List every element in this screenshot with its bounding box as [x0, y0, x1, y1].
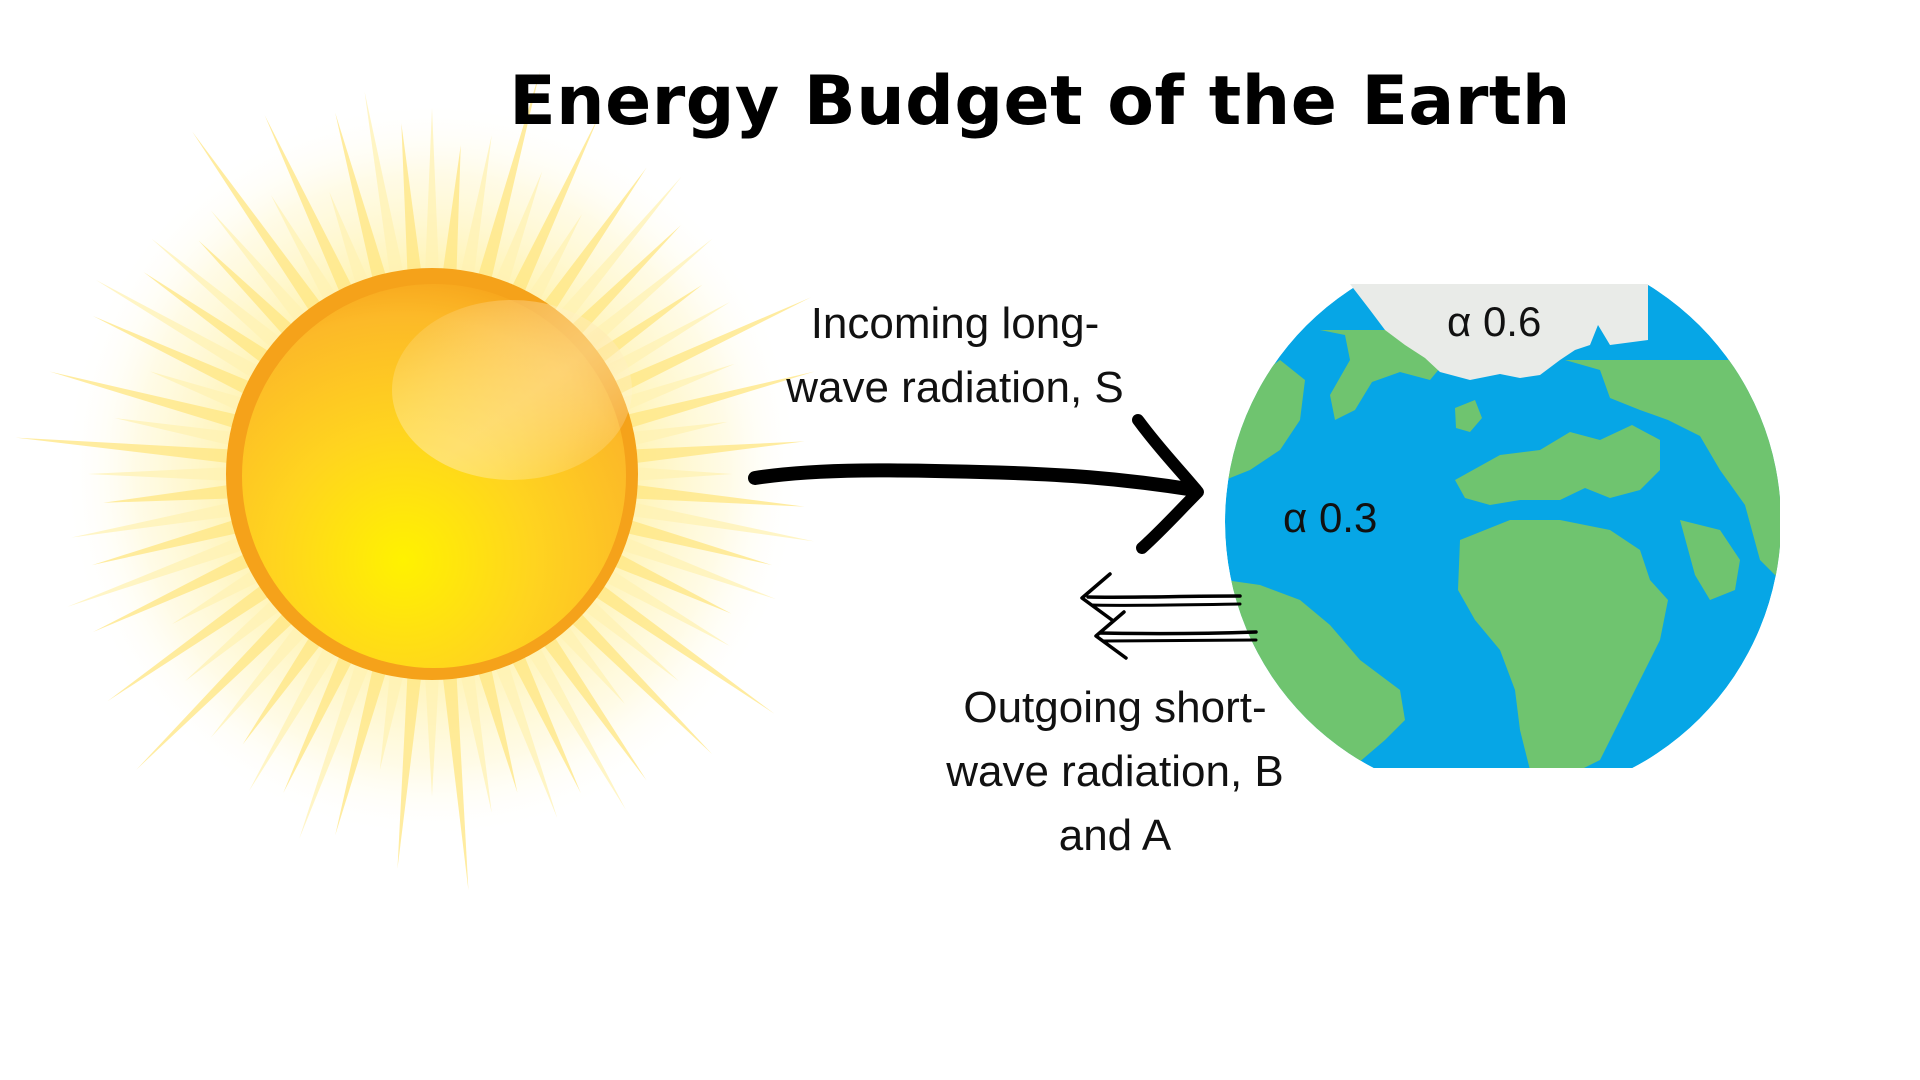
sun-highlight — [392, 300, 632, 480]
sun-ray — [172, 567, 263, 624]
incoming-radiation-label: Incoming long- wave radiation, S — [740, 292, 1170, 420]
sun-ray — [136, 610, 296, 770]
outgoing-label-line-1: Outgoing short- — [963, 683, 1267, 732]
earth-land-africa — [1458, 520, 1668, 768]
sun-ray — [71, 501, 237, 538]
sun-ray — [329, 192, 371, 289]
sun-ray — [617, 535, 776, 600]
earth-land-europe — [1565, 360, 1780, 590]
outgoing-label-line-2: wave radiation, B — [946, 747, 1284, 796]
sun-ray — [143, 272, 273, 366]
sun-ray — [459, 669, 492, 813]
sun-ray — [271, 195, 339, 305]
sun-ray — [198, 240, 296, 338]
sun-ray — [107, 582, 273, 702]
sun-ray — [555, 622, 625, 704]
sun-ray — [580, 238, 713, 351]
incoming-label-line-2: wave radiation, S — [786, 363, 1124, 412]
outgoing-radiation-label: Outgoing short- wave radiation, B and A — [900, 676, 1330, 868]
sun-ray — [93, 552, 254, 633]
incoming-arrow — [748, 414, 1204, 554]
sun-ray — [476, 70, 541, 283]
sun-ray — [525, 643, 626, 811]
sun-ray — [591, 284, 703, 366]
sun-ray — [299, 659, 371, 839]
sun-ray — [568, 225, 681, 338]
sun-ray — [610, 297, 811, 396]
sun-ray — [425, 673, 439, 796]
sun-ray — [425, 108, 439, 275]
sun-ray — [630, 484, 805, 507]
sun-ray — [249, 643, 339, 791]
sun-ray — [568, 610, 713, 755]
sun-ray — [442, 145, 461, 276]
sun-ray — [580, 597, 679, 681]
sun-ray — [401, 123, 422, 276]
sun-ray — [335, 112, 388, 283]
sun-ray — [67, 535, 247, 607]
sun-ray — [623, 371, 815, 430]
outgoing-label-line-3: and A — [1058, 811, 1172, 860]
sun-ray — [525, 214, 582, 305]
sun-ray — [114, 418, 237, 447]
sun-ray — [493, 171, 543, 289]
earth-land-uk — [1455, 400, 1482, 432]
sun-ray — [103, 484, 234, 503]
sun-ray — [242, 633, 324, 745]
sun-ray — [335, 665, 388, 836]
sun-ray — [185, 597, 284, 681]
sun-ray — [49, 371, 241, 430]
earth-ice-cap — [1350, 284, 1648, 380]
sun-ray — [264, 115, 354, 296]
sun-ray — [93, 315, 254, 396]
sun-ray — [459, 135, 492, 279]
earth-land-north — [1320, 330, 1445, 420]
sun-ray — [540, 633, 647, 781]
outgoing-arrows — [1080, 572, 1258, 660]
sun-ray — [151, 238, 284, 351]
sun-ray — [627, 421, 728, 447]
earth-icon — [1225, 284, 1780, 768]
sun-ray — [442, 672, 469, 891]
sun-ray — [91, 518, 241, 566]
sun-ray — [631, 467, 732, 481]
sun-ray — [150, 371, 247, 413]
sun-ray — [379, 669, 405, 770]
sun-ray — [210, 210, 309, 326]
sun-ray — [591, 582, 775, 714]
sun-ray — [283, 652, 354, 794]
sun-ray — [601, 567, 730, 646]
sun-ray — [555, 176, 682, 326]
sun-rays — [15, 70, 815, 891]
sun-ray — [15, 437, 234, 464]
sun-ray — [493, 659, 558, 818]
albedo-surface-label: α 0.3 — [1283, 494, 1378, 541]
sun-ray — [88, 467, 233, 481]
sun-ray — [476, 665, 518, 793]
sun-ray — [623, 518, 773, 566]
sun-ray — [540, 167, 647, 315]
sun-ray — [210, 622, 309, 738]
sun-ray — [510, 652, 581, 794]
page-title: Energy Budget of the Earth — [509, 62, 1571, 141]
sun-ray — [601, 302, 730, 381]
sun-ray — [610, 552, 732, 614]
sun-ray — [630, 441, 805, 464]
earth-land-mediterranean — [1455, 425, 1660, 505]
earth-land-arabia — [1680, 520, 1740, 600]
sun-ray — [192, 131, 324, 315]
sun-ray — [617, 363, 735, 413]
sun-ray — [95, 280, 263, 381]
sun-icon — [15, 70, 815, 891]
sun-ray — [397, 672, 422, 869]
incoming-label-line-1: Incoming long- — [810, 299, 1100, 348]
sun-ray — [510, 115, 600, 296]
sun-ray — [627, 501, 815, 542]
sun-ray — [364, 91, 405, 279]
albedo-ice-label: α 0.6 — [1447, 298, 1542, 345]
